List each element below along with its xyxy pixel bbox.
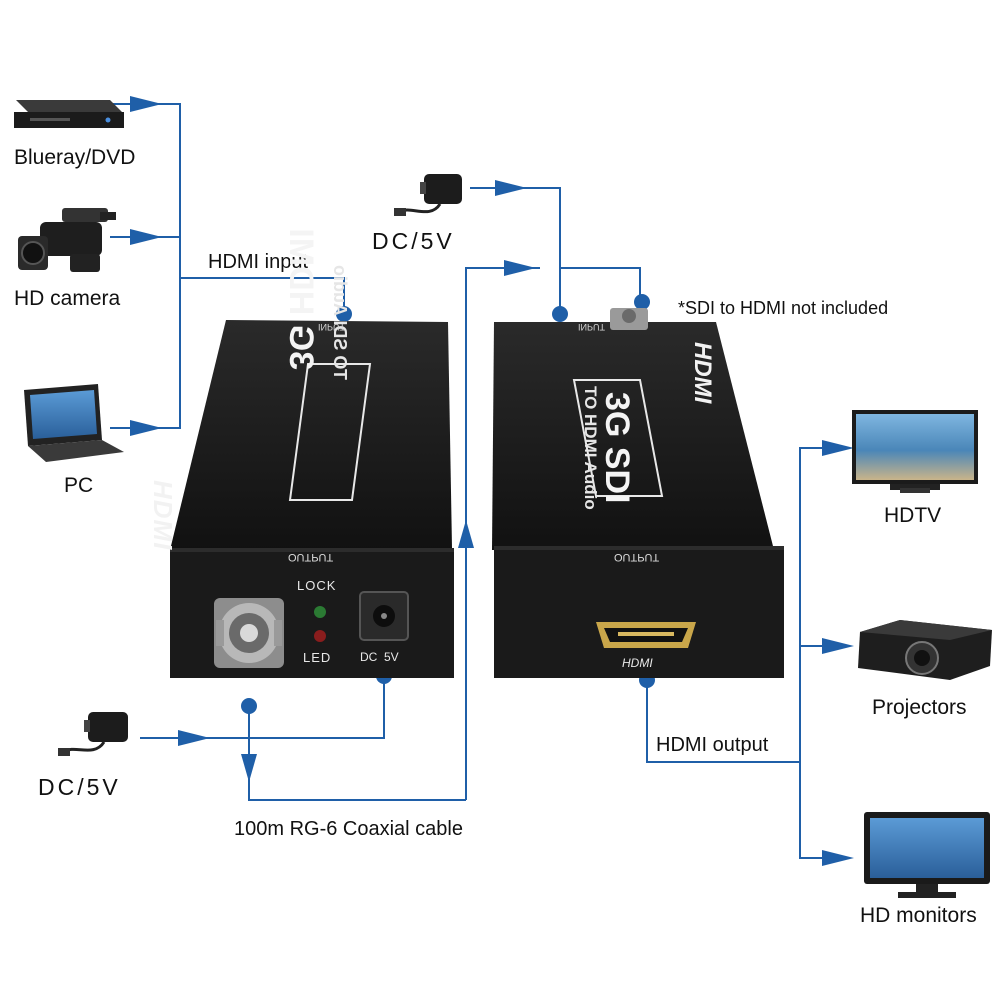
label-dc-bottom: DC/5V [38,774,121,800]
label-hdmi-output: HDMI output [656,734,769,756]
label-hdmi-input: HDMI input [208,251,309,273]
left-brand-logo: HDMI [148,480,178,551]
arrow-camera [130,229,162,245]
dc-adapter-bottom-icon [58,712,128,756]
hdmi-input-wire [180,277,345,312]
sdi-to-hdmi-converter [492,308,784,678]
label-coax-cable: 100m RG-6 Coaxial cable [234,818,463,840]
arrow-dc-bottom [178,730,210,746]
arrows [130,96,854,866]
left-top-port-label: INPUT [318,322,345,332]
top-dc-wire [470,187,561,312]
arrow-pc [130,420,162,436]
arrow-projector [822,638,854,654]
hd-monitor-icon [864,812,990,898]
hdmi-output-wire [646,680,800,763]
arrow-hdtv [822,440,854,456]
projector-icon [858,620,992,680]
dc-adapter-top-icon [394,174,462,216]
dot-right-dc [634,294,650,310]
right-top-port-label: INPUT [578,322,605,332]
dc-jack-icon [359,591,409,641]
top-bnc-connector-icon [610,308,648,330]
right-subtitle-label: TO HDMI Audio [581,386,600,510]
dot-right-input [552,306,568,322]
label-hdtv: HDTV [884,504,942,527]
arrow-coax-right [504,260,536,276]
hdtv-icon [852,410,978,493]
left-dc-label: DC 5V [360,650,399,664]
top-dc-wire-2 [560,267,641,300]
power-led-icon [314,630,326,642]
arrow-coax-up [458,520,474,548]
dot-coax [241,698,257,714]
arrow-dc-top [495,180,527,196]
label-hd-camera: HD camera [14,287,121,310]
label-pc: PC [64,474,94,497]
display-bus-wire [799,447,830,859]
right-front-label: OUTPUT [614,551,660,563]
right-model-label: 3G SDI [598,392,636,504]
coax-wire [248,706,466,801]
hdmi-to-sdi-converter [170,320,454,678]
bnc-connector-icon [214,598,284,668]
arrow-coax-down [241,754,257,782]
left-led-label: LED [303,650,332,665]
label-bluray: Blueray/DVD [14,146,136,169]
label-hd-monitors: HD monitors [860,904,977,927]
arrow-bluray [130,96,162,112]
arrow-monitor [822,850,854,866]
hd-camera-icon [18,208,116,272]
dot-hdmi-input [336,306,352,322]
left-lock-label: LOCK [297,578,337,593]
right-brand-logo: HDMI [689,342,716,404]
note-not-included: *SDI to HDMI not included [678,298,889,318]
left-model-label: 3G HDMI [282,228,320,370]
left-front-label: OUTPUT [288,551,334,563]
label-projectors: Projectors [872,696,967,719]
label-dc-top: DC/5V [372,228,455,254]
lock-led-icon [314,606,326,618]
bottom-dc-wire [140,676,385,739]
right-hdmi-port-label: HDMI [622,656,653,670]
bluray-player-icon [14,100,124,128]
hdmi-port-icon [596,622,696,648]
laptop-icon [24,384,124,462]
